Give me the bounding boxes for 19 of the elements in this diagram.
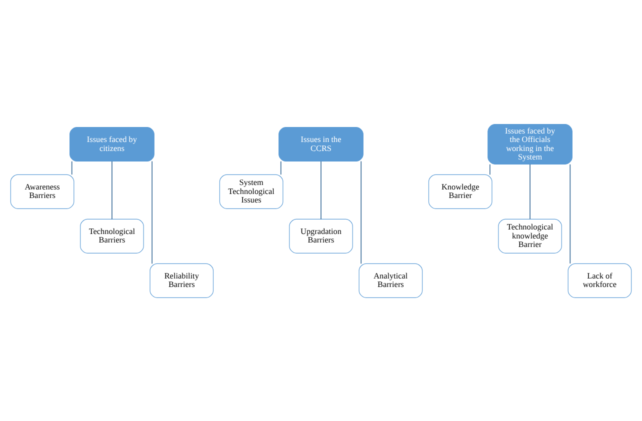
node-box: Analytical Barriers [358, 262, 423, 298]
connector [71, 160, 72, 175]
node-box: Issues faced by citizens [70, 126, 154, 162]
node-box: Lack of workforce [568, 262, 632, 298]
connector [280, 160, 282, 175]
node-box: Technological Barriers [80, 218, 144, 253]
node-box: System Technological Issues [219, 174, 284, 208]
node-box: Technological knowledge Barrier [498, 218, 562, 253]
node-box: Reliability Barriers [150, 262, 214, 298]
connector [320, 160, 322, 220]
node-box: Knowledge Barrier [428, 174, 492, 208]
connector [360, 160, 362, 264]
node-box: Upgradation Barriers [289, 218, 353, 253]
node-box: Issues faced by the Officials working in the System [488, 124, 572, 164]
connector [489, 163, 490, 175]
node-box: Issues in the CCRS [278, 126, 364, 162]
connector [152, 160, 153, 264]
node-box: Awareness Barriers [10, 174, 74, 208]
connector [570, 163, 571, 264]
